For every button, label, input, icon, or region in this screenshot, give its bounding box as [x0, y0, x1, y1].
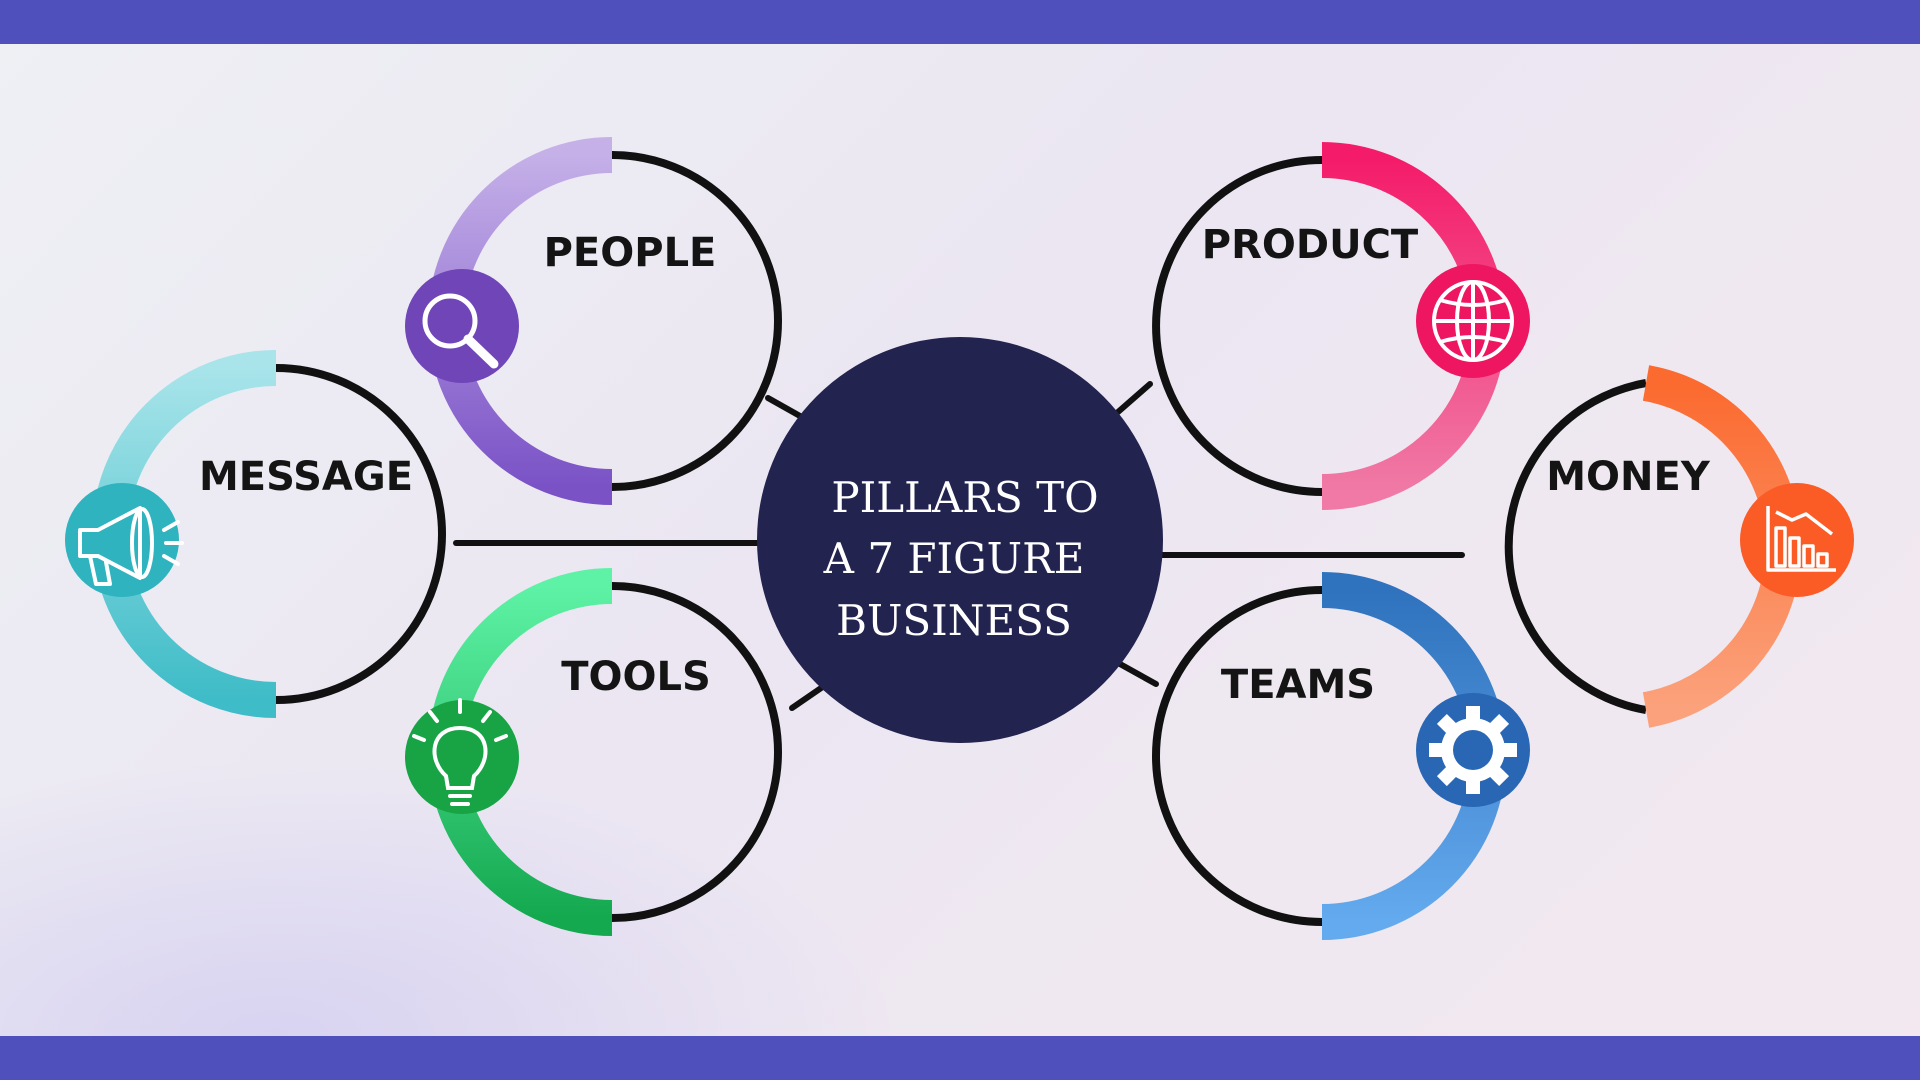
connector-people — [765, 395, 803, 419]
lightbulb-icon — [412, 698, 508, 806]
magnifier-icon — [422, 293, 499, 369]
pillar-tools: TOOLS — [405, 568, 782, 936]
bar-chart-icon — [1766, 506, 1836, 572]
center-hub: PILLARS TO A 7 FIGURE BUSINESS — [757, 337, 1163, 743]
center-title-line-1: PILLARS TO — [831, 473, 1098, 522]
center-title-line-3: BUSINESS — [836, 596, 1072, 645]
center-title-line-2: A 7 FIGURE — [823, 534, 1085, 583]
pillar-product: PRODUCT — [1152, 142, 1530, 510]
message-ring-black — [275, 364, 446, 704]
pillar-people: PEOPLE — [405, 137, 782, 505]
connectors — [453, 381, 1465, 711]
people-ring-black — [611, 151, 782, 491]
product-label: PRODUCT — [1202, 222, 1419, 268]
people-icon-badge — [405, 269, 519, 383]
center-circle — [757, 337, 1163, 743]
connector-product — [1115, 381, 1153, 415]
top-band — [0, 0, 1920, 44]
people-label: PEOPLE — [544, 230, 717, 276]
product-ring-black — [1152, 156, 1323, 496]
teams-ring-black — [1152, 586, 1323, 926]
bottom-band — [0, 1036, 1920, 1080]
tools-icon-badge — [405, 700, 519, 814]
globe-icon — [1432, 280, 1514, 362]
tools-ring-black — [611, 582, 782, 922]
gear-icon — [1429, 706, 1517, 794]
money-ring-black — [1504, 379, 1647, 714]
message-icon-badge — [65, 483, 179, 597]
megaphone-icon — [78, 506, 184, 586]
tools-label: TOOLS — [561, 654, 711, 700]
money-label: MONEY — [1546, 454, 1711, 500]
teams-label: TEAMS — [1221, 662, 1375, 708]
pillar-teams: TEAMS — [1152, 572, 1530, 940]
pillar-message: MESSAGE — [65, 350, 446, 718]
pillar-money: MONEY — [1504, 365, 1854, 728]
money-icon-badge — [1740, 483, 1854, 597]
connector-teams — [1117, 661, 1159, 687]
message-label: MESSAGE — [199, 454, 413, 500]
connector-tools — [789, 683, 827, 711]
